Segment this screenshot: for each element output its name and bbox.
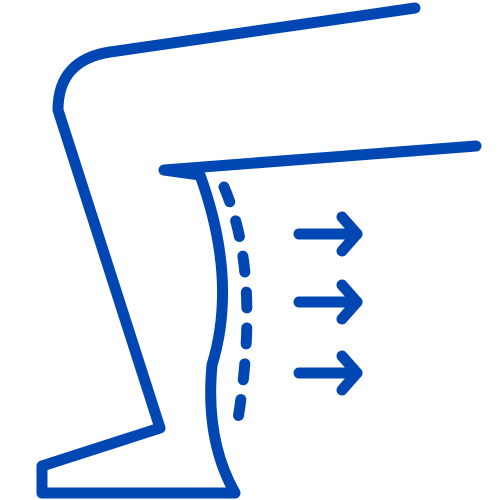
arrow-icon-3	[293, 350, 363, 396]
swelling-contour	[218, 181, 253, 431]
leg-outline	[36, 2, 482, 499]
arrow-icon-2	[293, 279, 363, 325]
arrow-icon-1	[293, 211, 363, 257]
